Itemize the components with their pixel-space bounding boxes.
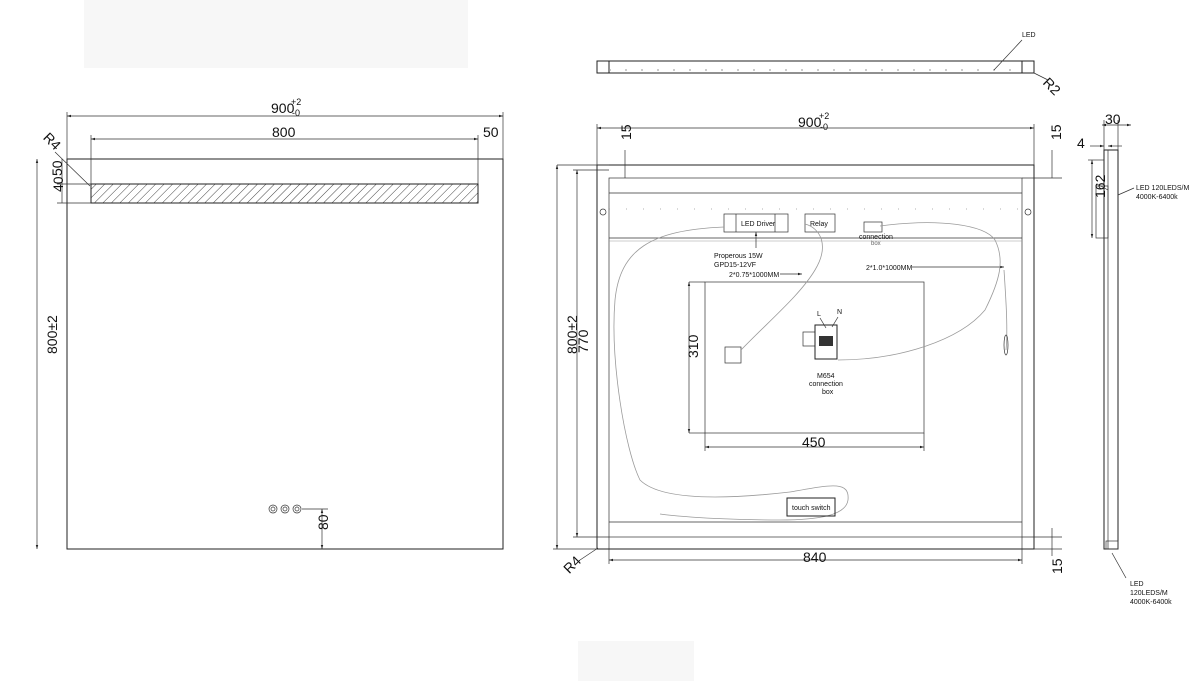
side-outline [1103,149,1119,550]
strip-top-offset-label: 50 [49,160,65,176]
top-led-label: LED [1022,32,1036,39]
side-led-note-1: LED 120LEDS/M [1136,185,1189,192]
svg-text:-0: -0 [820,122,828,132]
mounting-box-outline [704,281,925,434]
corner-radius-label: R4 [40,129,64,153]
height-label: 800±2 [44,315,60,354]
side-bottom-note-2: 120LEDS/M [1130,590,1168,597]
top-margin-right-label: 15 [1048,124,1064,140]
box-height-label: 310 [685,334,701,358]
led-strip-hatched [90,183,479,204]
connection-label: connection [859,234,893,241]
blank-area-bottom [578,641,694,681]
relay-box [804,213,836,233]
touch-button-icon [292,504,302,514]
back-radius-label: R4 [560,552,584,576]
conn-box-label-2: connection [809,381,843,388]
width-tolerance-plus: +2 [291,97,301,107]
back-inner-frame [608,177,1023,538]
side-led-note-2: 4000K-6400k [1136,194,1178,201]
cable-1-label: 2*0.75*1000MM [729,272,779,279]
switch-offset-label: 80 [315,514,331,530]
box-width-label: 450 [802,434,826,450]
top-view-outline [596,60,1035,74]
bottom-margin-label: 15 [1049,558,1065,574]
inner-width-label: 840 [803,549,827,565]
side-led-profile [1095,185,1109,239]
side-bottom-note-1: LED [1130,581,1144,588]
cable-1 [740,223,823,351]
side-view: 30 4 162 LED 120LEDS/M 4000K-6400k LED 1… [1077,111,1189,606]
strip-height-label: 40 [50,176,66,192]
width-label: 900 [271,100,295,116]
conn-box-label-1: M654 [817,373,835,380]
back-outline [596,164,1035,550]
blank-area-top [84,0,468,68]
relay-label: Relay [810,221,828,228]
terminal-block [814,324,838,360]
top-margin-left-label: 15 [618,124,634,140]
side-bottom-note-3: 4000K-6400k [1130,599,1172,606]
front-view: 900 +2 -0 800 50 R4 50 40 800±2 80 [35,97,504,550]
strip-length-label: 800 [272,124,296,140]
driver-note-1: Properous 15W [714,253,763,260]
mirror-outline [66,158,504,550]
led-driver-label: LED Driver [741,221,776,228]
top-view: LED R2 [596,32,1064,98]
connection-block [863,221,883,233]
touch-switch-label: touch switch [792,505,831,512]
touch-button-icon [268,504,278,514]
cable-2-label: 2*1.0*1000MM [866,265,912,272]
touch-button-icon [280,504,290,514]
width-tolerance-minus: -0 [292,108,300,118]
side-frame-label: 4 [1077,135,1085,151]
side-led-height-label: 162 [1092,174,1108,198]
back-view: 900 +2 -0 15 15 800±2 770 840 15 R4 [553,111,1065,576]
svg-text:+2: +2 [819,111,829,121]
terminal-N-label: N [837,309,842,316]
back-width-label: 900 [798,114,822,130]
conn-box-label-3: box [822,389,834,396]
strip-margin-label: 50 [483,124,499,140]
cable-2 [837,222,1001,361]
cable-3 [613,226,791,498]
driver-note-2: GPD15-12VF [714,262,756,269]
connection-sub-label: box [871,241,881,247]
terminal-L-label: L [817,311,821,318]
touch-switch-box [786,497,836,517]
inner-height-label: 770 [575,329,591,353]
side-depth-label: 30 [1105,111,1121,127]
small-square [724,346,742,364]
